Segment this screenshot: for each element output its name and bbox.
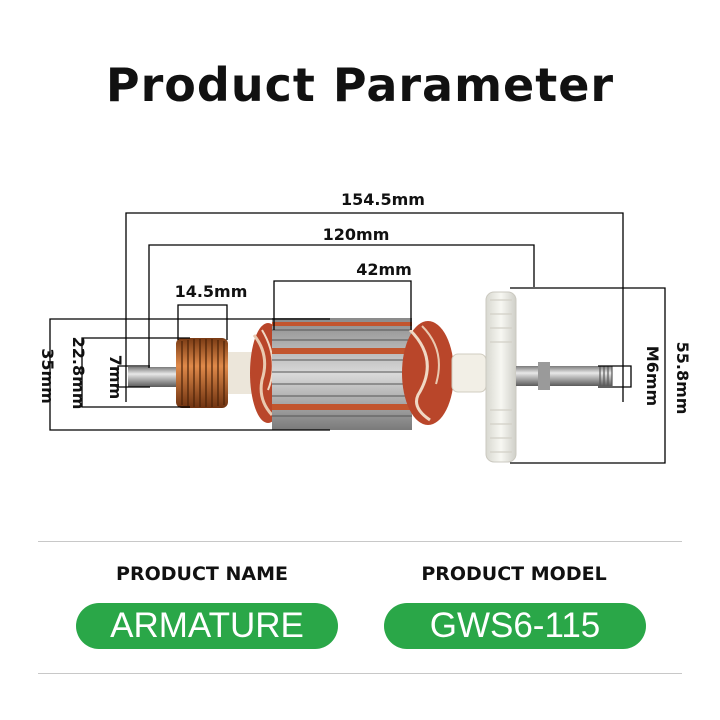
rotor-core — [272, 318, 412, 430]
cooling-fan — [485, 291, 517, 463]
dim-core-diameter: 35mm — [38, 348, 57, 404]
dim-shaft-diameter: 7mm — [106, 355, 125, 399]
core-slots — [272, 329, 412, 417]
product-model-label: PRODUCT MODEL — [421, 563, 607, 585]
dim-fan-diameter: 55.8mm — [673, 342, 692, 415]
dim-commutator-length: 14.5mm — [175, 282, 248, 301]
core-copper-wedges — [272, 322, 412, 410]
armature-image — [128, 291, 613, 463]
commutator — [176, 338, 228, 408]
page-title: Product Parameter — [105, 58, 615, 112]
dimension-lines — [49, 212, 666, 464]
dim-overall-length: 154.5mm — [341, 190, 425, 209]
product-name-value: ARMATURE — [76, 603, 338, 649]
dim-thread: M6mm — [643, 346, 662, 406]
dim-core-length: 42mm — [356, 260, 412, 279]
product-model-value: GWS6-115 — [384, 603, 646, 649]
dim-commutator-diameter: 22.8mm — [69, 337, 88, 410]
shaft-collar — [538, 362, 550, 390]
commutator-bars — [181, 339, 225, 407]
sleeve — [451, 353, 487, 393]
shaft-right — [516, 366, 612, 386]
divider-top — [38, 541, 682, 542]
shaft-left — [128, 367, 180, 387]
shaft-thread — [599, 366, 613, 386]
product-name-label: PRODUCT NAME — [116, 563, 288, 585]
divider-bottom — [38, 673, 682, 674]
dim-120: 120mm — [323, 225, 390, 244]
